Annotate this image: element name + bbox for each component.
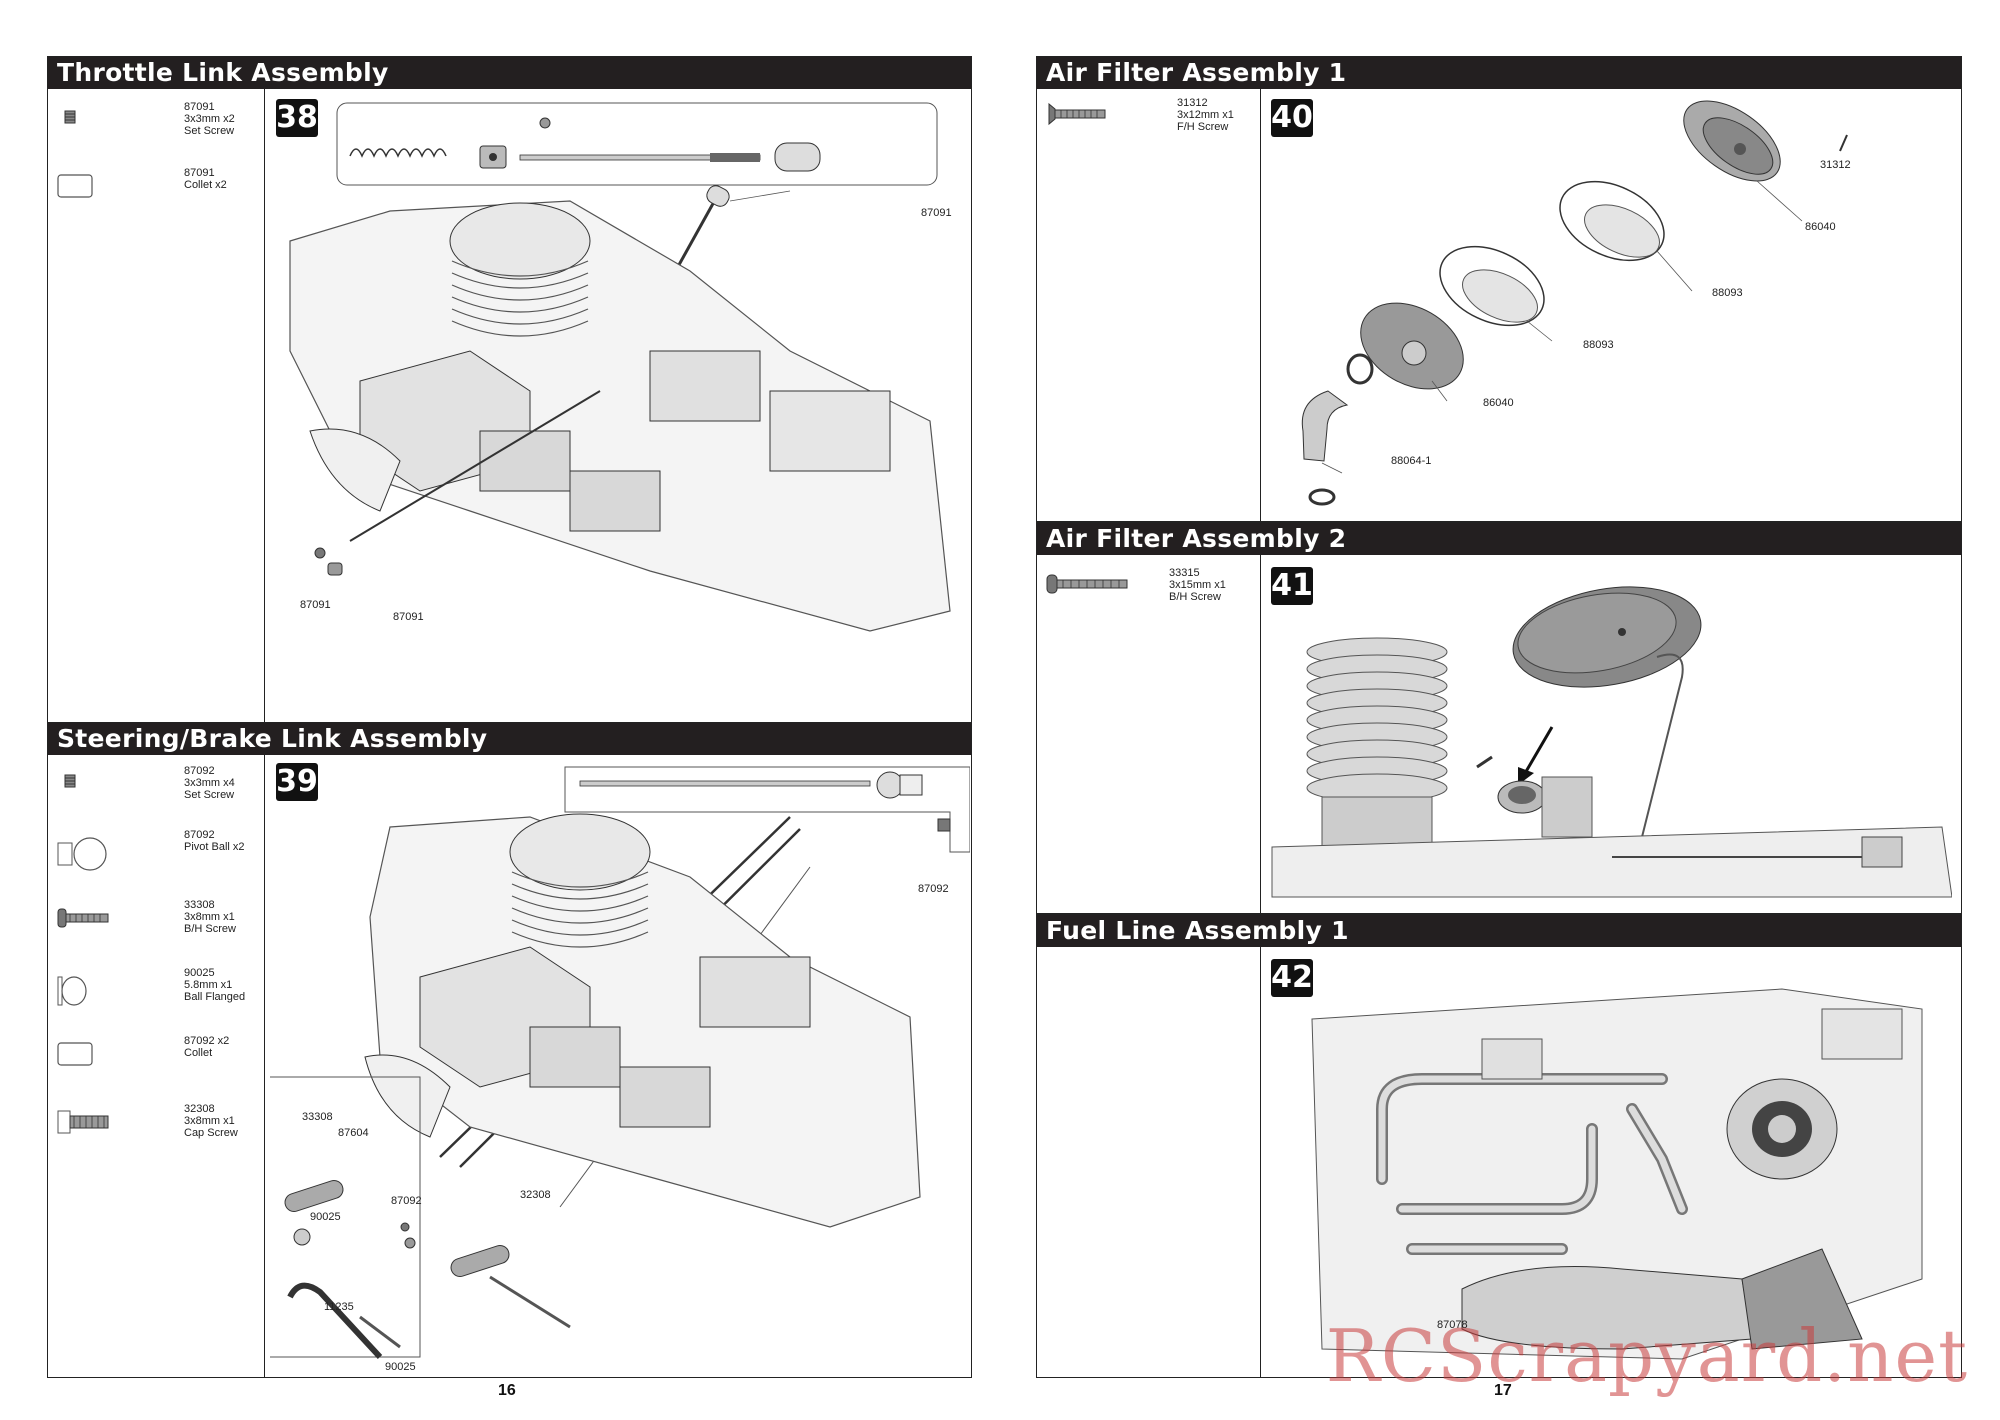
steering-brake-link-illustration — [270, 766, 970, 1360]
part-item: 33308 3x8mm x1 B/H Screw — [48, 899, 264, 959]
part-label: 32308 3x8mm x1 Cap Screw — [184, 1103, 238, 1139]
part-item: 87091 Collet x2 — [48, 167, 264, 227]
callout-label: 87091 — [921, 207, 952, 219]
callout-label: 11235 — [324, 1301, 354, 1313]
ball-flanged-icon — [57, 976, 87, 1006]
callout-label: 87078 — [1437, 1319, 1468, 1331]
page-number: 16 — [498, 1382, 516, 1399]
cap-screw-icon — [57, 1110, 109, 1134]
part-label: 90025 5.8mm x1 Ball Flanged — [184, 967, 246, 1003]
callout-label: 87604 — [338, 1127, 369, 1139]
callout-label: 87091 — [393, 611, 424, 623]
section-title: Air Filter Assembly 1 — [1037, 57, 1961, 89]
part-item: 32308 3x8mm x1 Cap Screw — [48, 1103, 264, 1163]
callout-label: 86040 — [1805, 221, 1836, 233]
step-number: 41 — [1271, 567, 1313, 605]
collet-icon — [57, 1042, 93, 1066]
section-title: Air Filter Assembly 2 — [1037, 523, 1961, 555]
callout-label: 33308 — [302, 1111, 333, 1123]
air-filter-install-illustration — [1271, 586, 1952, 898]
callout-label: 32308 — [520, 1189, 551, 1201]
part-item: 87092 3x3mm x4 Set Screw — [48, 765, 264, 825]
part-label: 87091 Collet x2 — [184, 167, 227, 191]
callout-label: 90025 — [310, 1211, 341, 1223]
callout-label: 88064-1 — [1391, 455, 1432, 467]
callout-label: 88093 — [1712, 287, 1743, 299]
part-label: 87091 3x3mm x2 Set Screw — [184, 101, 235, 137]
part-item: 33315 3x15mm x1 B/H Screw — [1037, 567, 1260, 627]
button-head-screw-icon — [57, 908, 109, 928]
part-item: 87092 x2 Collet — [48, 1035, 264, 1095]
collet-icon — [57, 174, 93, 198]
callout-label: 87092 — [918, 883, 949, 895]
button-head-screw-icon — [1046, 574, 1128, 594]
page-number: 17 — [1494, 1382, 1512, 1399]
section-air-filter-2: Air Filter Assembly 2 33315 3x15mm x1 B/… — [1036, 522, 1962, 914]
part-label: 87092 Pivot Ball x2 — [184, 829, 245, 853]
part-label: 87092 3x3mm x4 Set Screw — [184, 765, 235, 801]
callout-label: 86040 — [1483, 397, 1514, 409]
watermark-text: RCScrapyard.net — [1325, 1314, 1968, 1398]
throttle-link-illustration — [289, 102, 951, 632]
callout-label: 88093 — [1583, 339, 1614, 351]
part-item: 87091 3x3mm x2 Set Screw — [48, 101, 264, 161]
section-throttle-link: Throttle Link Assembly 87091 3x3mm x2 Se… — [47, 56, 972, 724]
part-label: 31312 3x12mm x1 F/H Screw — [1177, 97, 1234, 133]
part-item: 90025 5.8mm x1 Ball Flanged — [48, 967, 264, 1027]
air-filter-exploded-illustration — [1301, 100, 1848, 506]
part-item: 87092 Pivot Ball x2 — [48, 829, 264, 889]
set-screw-icon — [64, 110, 76, 124]
section-title: Fuel Line Assembly 1 — [1037, 915, 1961, 947]
section-air-filter-1: Air Filter Assembly 1 31312 3x12mm x1 F/… — [1036, 56, 1962, 522]
pivot-ball-icon — [57, 837, 107, 871]
part-item: 31312 3x12mm x1 F/H Screw — [1037, 97, 1260, 157]
section-title: Steering/Brake Link Assembly — [48, 723, 971, 755]
callout-label: 90025 — [385, 1361, 416, 1373]
flat-head-screw-icon — [1048, 102, 1106, 126]
part-label: 87092 x2 Collet — [184, 1035, 230, 1059]
parts-list — [1037, 947, 1261, 1377]
parts-list: 31312 3x12mm x1 F/H Screw — [1037, 89, 1261, 521]
callout-label: 31312 — [1820, 159, 1851, 171]
section-title: Throttle Link Assembly — [48, 57, 971, 89]
set-screw-icon — [64, 774, 76, 788]
callout-label: 87092 — [391, 1195, 422, 1207]
step-number: 42 — [1271, 959, 1313, 997]
parts-list: 33315 3x15mm x1 B/H Screw — [1037, 555, 1261, 913]
fuel-line-illustration — [1311, 988, 1923, 1360]
parts-list: 87091 3x3mm x2 Set Screw 87091 Collet x2 — [48, 89, 265, 723]
part-label: 33315 3x15mm x1 B/H Screw — [1169, 567, 1226, 603]
parts-list: 87092 3x3mm x4 Set Screw 87092 Pivot Bal… — [48, 755, 265, 1377]
section-steering-brake-link: Steering/Brake Link Assembly 87092 3x3mm… — [47, 722, 972, 1378]
section-fuel-line-1: Fuel Line Assembly 1 42 87078 — [1036, 914, 1962, 1378]
step-number: 39 — [276, 763, 318, 801]
step-number: 38 — [276, 99, 318, 137]
step-number: 40 — [1271, 99, 1313, 137]
callout-label: 87091 — [300, 599, 331, 611]
part-label: 33308 3x8mm x1 B/H Screw — [184, 899, 236, 935]
